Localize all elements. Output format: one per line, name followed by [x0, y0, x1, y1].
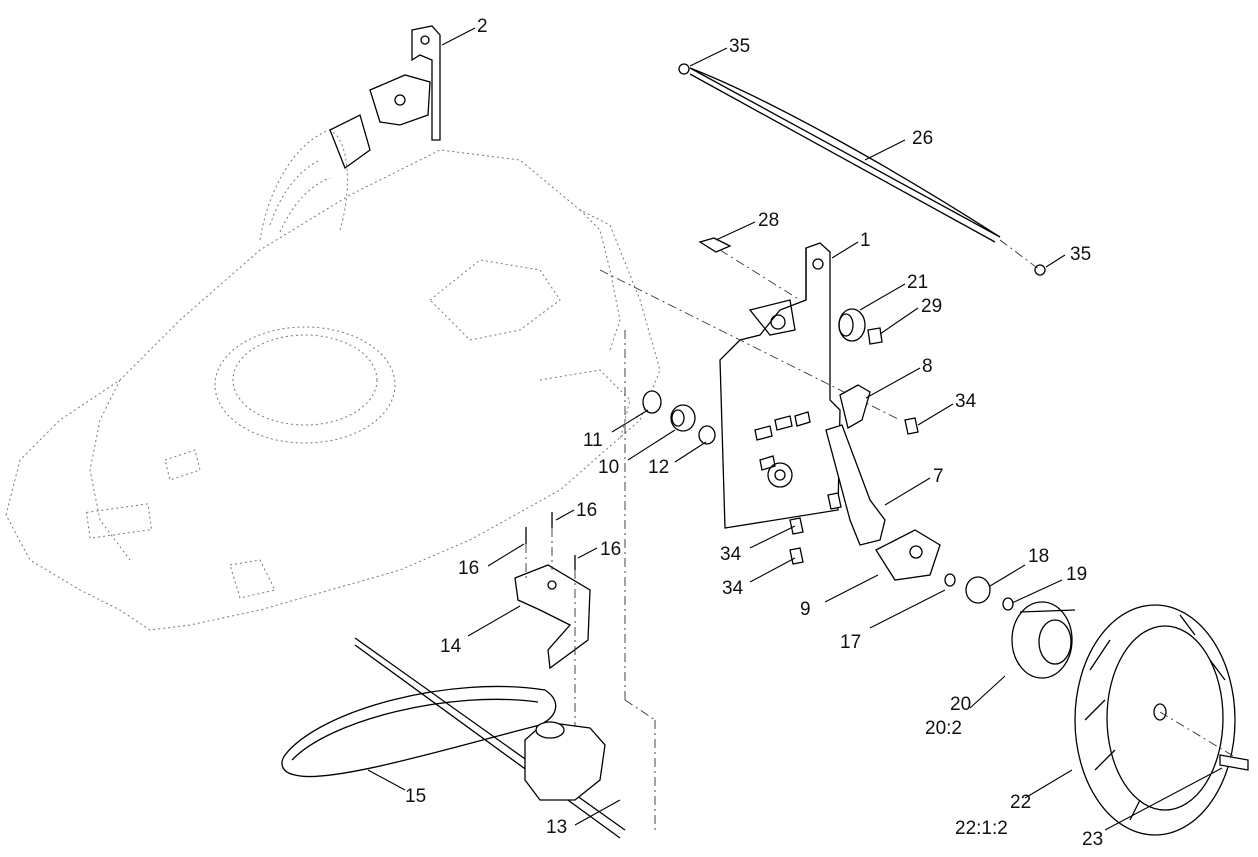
part-2-bracket — [329, 25, 441, 170]
callout-26: 26 — [912, 128, 933, 149]
callout-15: 15 — [405, 786, 426, 807]
callout-1: 1 — [860, 230, 871, 251]
callout-17: 17 — [840, 632, 861, 653]
leader-lines — [367, 27, 1223, 831]
part-20-hub — [1011, 601, 1076, 679]
callout-34-upper: 34 — [955, 391, 977, 412]
callout-8: 8 — [922, 356, 933, 377]
mower-deck-ghost — [5, 129, 661, 631]
callout-19: 19 — [1066, 564, 1087, 585]
callout-labels: 2 35 26 28 1 35 21 29 8 34 7 11 10 12 34… — [405, 16, 1103, 850]
callout-23: 23 — [1082, 829, 1103, 850]
callout-34-mid: 34 — [720, 544, 742, 565]
callout-18: 18 — [1028, 546, 1049, 567]
callout-35-top: 35 — [729, 36, 750, 57]
callout-20: 20 — [950, 694, 971, 715]
callout-11: 11 — [583, 430, 603, 451]
callout-34-lower: 34 — [722, 578, 744, 599]
callout-22: 22 — [1010, 792, 1031, 813]
callout-14: 14 — [440, 636, 462, 657]
callout-16-top: 16 — [576, 500, 597, 521]
part-22-wheel — [1074, 604, 1249, 836]
part-26-rod — [678, 63, 1046, 276]
parts-7-8-9-17-34 — [789, 384, 941, 581]
callout-7: 7 — [933, 466, 944, 487]
callout-13: 13 — [546, 817, 567, 838]
callout-16-left: 16 — [458, 558, 479, 579]
callout-22-1-2: 22:1:2 — [955, 818, 1008, 839]
parts-10-11-12 — [642, 390, 716, 445]
callout-20-2: 20:2 — [925, 718, 962, 739]
callout-28: 28 — [758, 210, 779, 231]
callout-35-right: 35 — [1070, 244, 1091, 265]
callout-29: 29 — [921, 296, 942, 317]
parts-13-15 — [281, 330, 656, 839]
callout-21: 21 — [907, 272, 928, 293]
parts-18-19 — [944, 573, 1014, 611]
part-1-height-plate — [719, 242, 841, 529]
callout-10: 10 — [598, 457, 619, 478]
callout-9: 9 — [800, 599, 811, 620]
callout-16-right: 16 — [600, 539, 621, 560]
callout-12: 12 — [648, 457, 669, 478]
callout-2: 2 — [477, 16, 488, 37]
